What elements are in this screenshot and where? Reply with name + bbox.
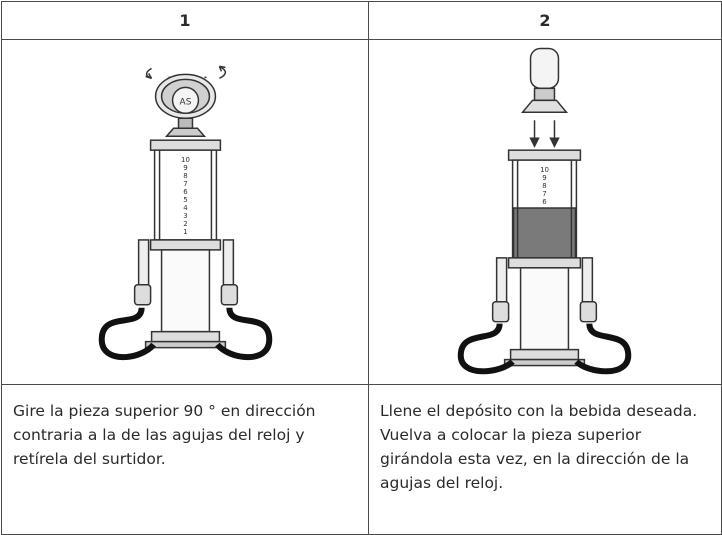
svg-text:2: 2 xyxy=(183,220,187,228)
down-arrows-icon xyxy=(529,120,560,148)
dispenser-body xyxy=(133,139,239,349)
globe-top: AS xyxy=(154,73,217,137)
svg-text:4: 4 xyxy=(183,204,188,212)
step-1-illustration: AS xyxy=(1,39,369,385)
dispenser-removal-illustration: AS xyxy=(98,65,273,361)
svg-text:3: 3 xyxy=(183,212,187,220)
step-1-description: Gire la pieza superior 90 ° en dirección… xyxy=(1,384,369,535)
svg-text:7: 7 xyxy=(542,190,546,198)
svg-text:6: 6 xyxy=(542,198,546,206)
svg-text:10: 10 xyxy=(181,156,190,164)
svg-text:9: 9 xyxy=(542,174,546,182)
step-2-number: 2 xyxy=(539,11,551,30)
svg-text:6: 6 xyxy=(183,188,187,196)
dispenser-body xyxy=(491,149,598,367)
volume-scale: 10 9 8 7 6 5 4 3 2 1 xyxy=(181,156,190,236)
dispenser-refill-illustration: 10 9 8 7 6 xyxy=(457,47,632,375)
svg-text:8: 8 xyxy=(183,172,187,180)
step-1-number: 1 xyxy=(179,11,191,30)
step-1-header: 1 xyxy=(1,1,369,40)
svg-text:7: 7 xyxy=(183,180,187,188)
svg-text:8: 8 xyxy=(542,182,546,190)
svg-text:10: 10 xyxy=(540,166,549,174)
globe-top xyxy=(520,47,569,114)
svg-text:AS: AS xyxy=(180,97,192,107)
step-2-illustration: 10 9 8 7 6 xyxy=(368,39,722,385)
volume-scale: 10 9 8 7 6 xyxy=(540,166,549,206)
hoses xyxy=(98,307,273,361)
hoses xyxy=(457,323,632,375)
svg-text:5: 5 xyxy=(183,196,187,204)
step-2-description: Llene el depósito con la bebida deseada.… xyxy=(368,384,722,535)
svg-text:9: 9 xyxy=(183,164,187,172)
svg-text:1: 1 xyxy=(183,228,187,236)
step-2-header: 2 xyxy=(368,1,722,40)
